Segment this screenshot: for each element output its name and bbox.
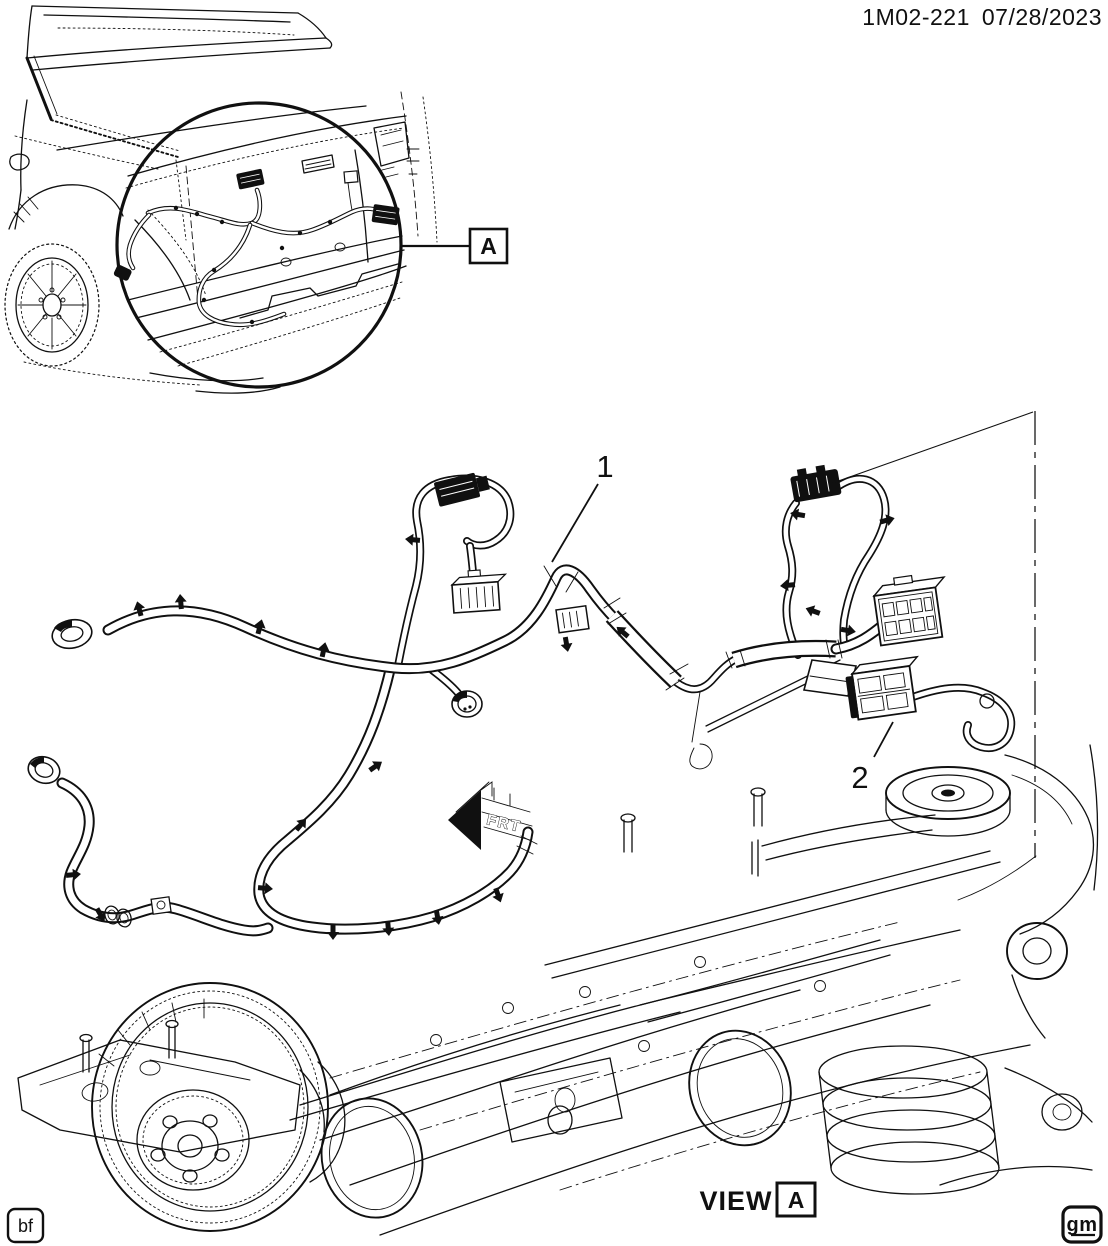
branch-connector-block (450, 569, 508, 614)
wheel-arch (8, 184, 124, 230)
gm-logo-label: gm (1067, 1214, 1098, 1236)
item-1-connector (872, 574, 946, 647)
chevrolet-bowtie-badge (301, 154, 335, 174)
callout-1-leader (551, 483, 599, 563)
clip-block (150, 896, 172, 915)
bf-badge: bf (6, 1207, 45, 1244)
frt-label: FRT (485, 811, 523, 835)
inset-harness (113, 168, 400, 325)
inset-clips (173, 205, 333, 325)
frt-arrow-icon: FRT (448, 781, 533, 850)
d-pillar (25, 56, 53, 121)
callout-2-label: 2 (851, 760, 868, 795)
tape-flag (802, 659, 858, 697)
grommet-rings (104, 905, 132, 928)
ring-terminal-lower-left (27, 755, 61, 785)
inline-connector (555, 604, 590, 634)
liftgate-wiring-harness (27, 464, 1011, 940)
inset-connector-small (343, 170, 359, 184)
inset-connector-top (236, 168, 265, 190)
item-2-connector-assembly (845, 655, 995, 721)
mounting-bracket (17, 1019, 301, 1153)
door-handle (9, 153, 30, 171)
brake-rotor (91, 982, 346, 1232)
callout-1-label: 1 (596, 449, 613, 484)
harness-clips (65, 507, 897, 940)
view-reference-label: A (788, 1187, 805, 1213)
item-2-connector (845, 655, 919, 721)
vehicle-rear-view (4, 5, 438, 394)
drawing-number: 1M02-221 07/28/2023 (862, 4, 1102, 30)
bf-badge-box (6, 1207, 45, 1244)
view-reference-box (775, 1181, 817, 1218)
callout-a-box (468, 227, 509, 265)
trailing-arm (751, 744, 1099, 1186)
gm-logo-box (1061, 1205, 1103, 1244)
loop-connector (434, 472, 490, 507)
view-label: VIEW (699, 1186, 772, 1216)
part-number: 1M02-221 (862, 4, 970, 30)
reference-leader-line (829, 411, 1034, 485)
view-label-group: VIEW A (699, 1181, 817, 1218)
spring-seat (885, 766, 1011, 837)
detail-callout: A (401, 227, 509, 265)
round-connector (451, 690, 483, 718)
taillight (373, 121, 410, 167)
inset-connector-right (371, 204, 400, 226)
bf-badge-label: bf (18, 1216, 34, 1236)
coil-spring (818, 1045, 1000, 1195)
gm-logo: gm (1061, 1205, 1103, 1244)
callout-2-leader (873, 721, 894, 758)
callout-1: 1 (551, 449, 614, 563)
liftgate-inset-detail (113, 115, 407, 367)
top-right-connector (790, 464, 842, 503)
callout-2: 2 (851, 721, 894, 795)
ring-terminal-left (51, 618, 93, 650)
callout-a-label: A (480, 233, 497, 259)
rear-suspension-drawing (17, 744, 1099, 1236)
revision-date: 07/28/2023 (982, 4, 1102, 30)
rear-wheel (4, 243, 100, 367)
